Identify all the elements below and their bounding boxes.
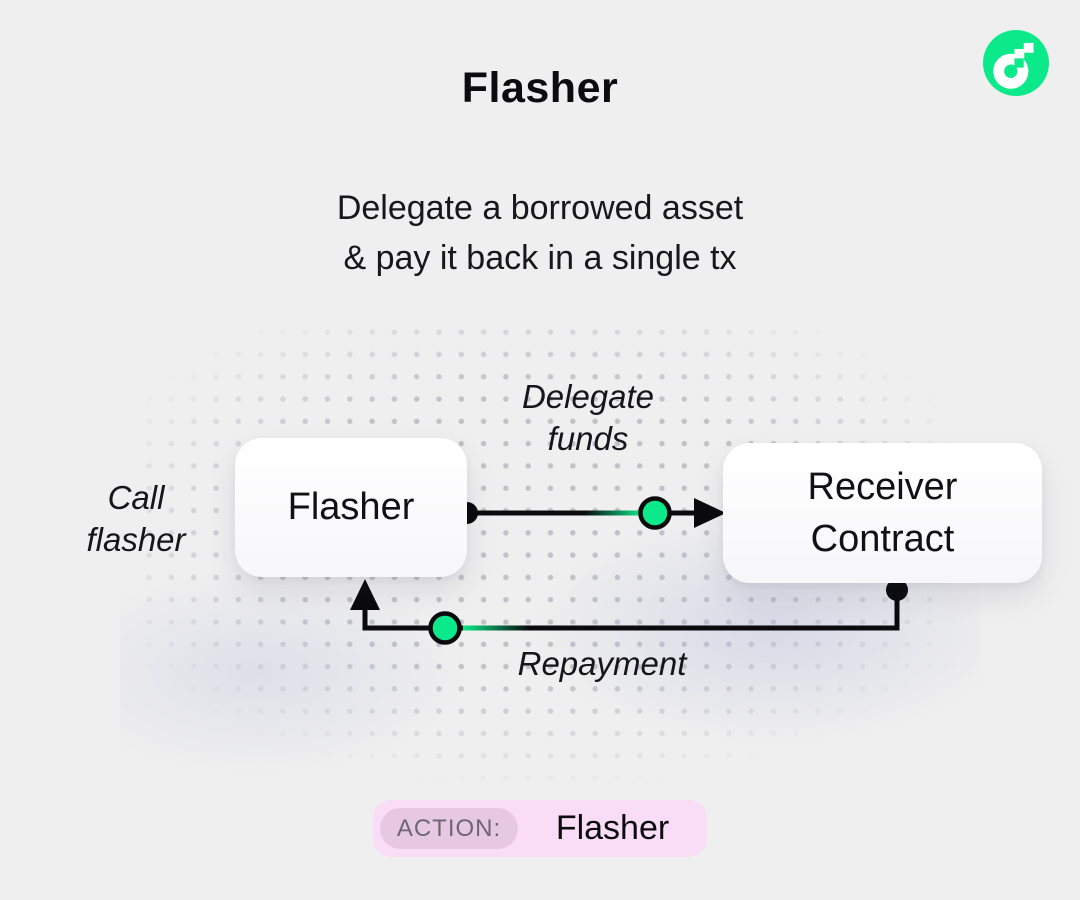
page-subtitle: Delegate a borrowed asset & pay it back … <box>336 189 744 277</box>
delegate-funds-label: Delegate funds <box>521 378 655 458</box>
action-tag: ACTION: <box>380 808 518 849</box>
flow-logo-icon <box>983 30 1049 96</box>
action-value: Flasher <box>555 809 670 847</box>
repayment-label: Repayment <box>517 645 687 682</box>
page-title: Flasher <box>461 64 619 112</box>
flasher-node: Flasher <box>235 438 467 577</box>
action-badge: ACTION: Flasher <box>373 800 707 857</box>
call-flasher-label: Call flasher <box>86 479 186 559</box>
receiver-contract-node: Receiver Contract <box>723 443 1042 583</box>
